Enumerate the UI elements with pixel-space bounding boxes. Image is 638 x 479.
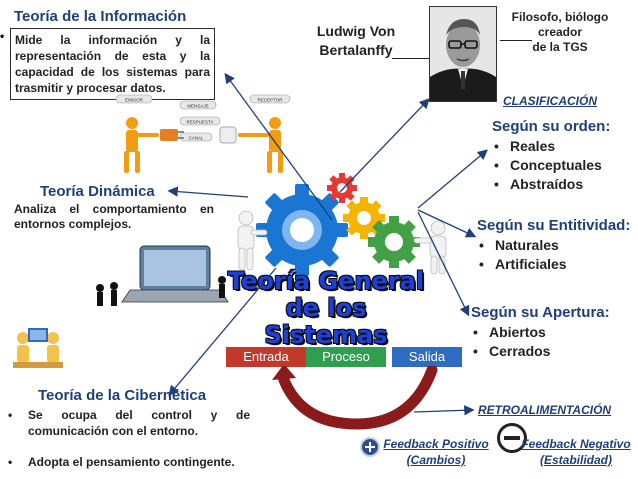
philosopher-line-2: creador [537, 25, 583, 39]
flow-proceso: Proceso [306, 347, 386, 367]
plug-shape [160, 129, 178, 141]
feedback-loop-svg [272, 364, 438, 430]
dinamica-text: Analiza el comportamiento en entornos co… [14, 202, 214, 231]
portrait-svg [430, 7, 496, 101]
network-illustration [80, 240, 230, 312]
feedback-negative-line-1: Feedback Negativo [521, 437, 631, 451]
cybernetics-illustration-svg [13, 328, 63, 368]
communication-diagram-svg: EMISOR MENSAJE RECEPTOR RESPUESTA CANAL [115, 94, 291, 173]
main-title-line-2: de los Sistemas [264, 294, 388, 349]
ludwig-line-2: Bertalanffy [319, 42, 393, 58]
apertura-item-abiertos: Abiertos [471, 323, 610, 342]
philosopher-line-3: de la TGS [532, 40, 588, 54]
philosopher-line-1: Filosofo, biólogo [511, 10, 609, 24]
orden-title: Según su orden: [492, 118, 611, 135]
retro-label: RETROALIMENTACIÓN [478, 403, 612, 417]
dinamica-title: Teoría Dinámica [40, 183, 155, 200]
label-pill-respuesta [179, 116, 221, 126]
feedback-negative-line-2: (Estabilidad) [539, 453, 612, 467]
philosopher-note: Filosofo, biólogo creador de la TGS [498, 10, 622, 55]
main-title-line-1: Teoría General [227, 267, 425, 295]
gears-svg [237, 173, 447, 276]
feedback-loop [262, 364, 452, 430]
orden-item-reales: Reales [492, 137, 610, 156]
cybernetics-illustration [8, 318, 68, 370]
apertura-list: Abiertos Cerrados [471, 323, 610, 361]
cibernetica-list: • Se ocupa del control y de comunicación… [8, 407, 250, 470]
orden-group: Según su orden: Reales Conceptuales Abst… [492, 118, 610, 194]
entitividad-group: Según su Entitividad: Naturales Artifici… [477, 217, 630, 274]
diagram-label-respuesta: RESPUESTA [187, 120, 214, 125]
gear-red [327, 173, 357, 203]
diagram-label-receptor: RECEPTOR [258, 98, 284, 103]
communication-diagram: EMISOR MENSAJE RECEPTOR RESPUESTA CANAL [100, 93, 310, 180]
diagram-label-emisor: EMISOR [125, 98, 144, 103]
info-text: Mide la información y la representación … [15, 33, 210, 95]
entitividad-item-artificiales: Artificiales [477, 255, 630, 274]
sender-figure [124, 117, 159, 173]
label-pill-mensaje [179, 100, 217, 110]
entitividad-title: Según su Entitividad: [477, 217, 631, 234]
ludwig-line-1: Ludwig Von [316, 23, 396, 39]
gear-green [368, 216, 420, 268]
negative-icon [497, 423, 527, 453]
flow-entrada: Entrada [226, 347, 306, 367]
ludwig-portrait [429, 6, 497, 102]
apertura-group: Según su Apertura: Abiertos Cerrados [471, 304, 610, 361]
feedback-positive-line-1: Feedback Positivo [383, 437, 489, 451]
diagram-label-mensaje: MENSAJE [187, 104, 208, 109]
info-section: Teoría de la Información Mide la informa… [10, 8, 215, 100]
apertura-item-cerrados: Cerrados [471, 342, 610, 361]
orden-item-conceptuales: Conceptuales [492, 156, 610, 175]
positive-icon [360, 437, 380, 457]
orden-list: Reales Conceptuales Abstraídos [492, 137, 610, 194]
diagram-label-canal: CANAL [188, 136, 204, 141]
info-box: Mide la información y la representación … [10, 28, 215, 100]
receiver-figure [238, 117, 283, 173]
ludwig-name: Ludwig Von Bertalanffy [310, 22, 402, 60]
main-title: Teoría General de los Sistemas [226, 268, 426, 349]
cibernetica-title: Teoría de la Cibernética [38, 387, 207, 404]
flow-salida: Salida [392, 347, 462, 367]
cibernetica-item-1: • Se ocupa del control y de comunicación… [8, 408, 250, 438]
cibernetica-item-2: • Adopta el pensamiento contingente. [8, 455, 235, 469]
info-title: Teoría de la Información [14, 8, 187, 25]
gears-illustration [224, 168, 464, 276]
feedback-positive-line-2: (Cambios) [406, 453, 466, 467]
network-illustration-svg [96, 245, 229, 306]
clasificacion-label: CLASIFICACIÓN [503, 94, 597, 108]
feedback-negative: Feedback Negativo (Estabilidad) [520, 436, 632, 468]
label-pill-emisor [115, 94, 153, 104]
figure-left [237, 210, 268, 271]
socket-shape [219, 126, 237, 144]
philosopher-underline [500, 40, 532, 41]
orden-item-abstraidos: Abstraídos [492, 175, 610, 194]
entitividad-list: Naturales Artificiales [477, 236, 630, 274]
info-bullet: • [0, 29, 5, 43]
ludwig-underline [392, 58, 430, 59]
feedback-positive: Feedback Positivo (Cambios) [380, 436, 492, 468]
entitividad-item-naturales: Naturales [477, 236, 630, 255]
apertura-title: Según su Apertura: [471, 304, 610, 321]
